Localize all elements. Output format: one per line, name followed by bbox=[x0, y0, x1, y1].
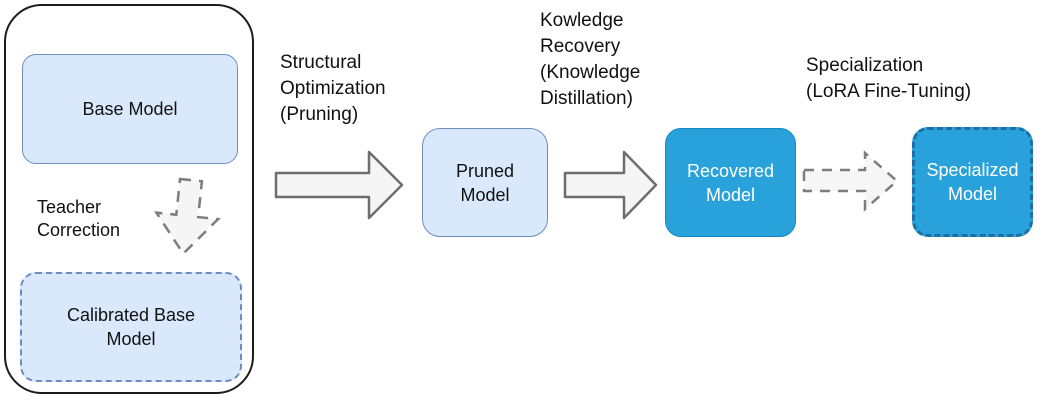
pruned-model-label: Pruned Model bbox=[455, 160, 515, 205]
structural-optimization-label: Structural Optimization (Pruning) bbox=[280, 52, 386, 125]
specialized-model-node: Specialized Model bbox=[912, 127, 1033, 237]
recovered-model-node: Recovered Model bbox=[665, 128, 796, 237]
arrow-down-dashed-icon bbox=[153, 177, 221, 256]
teacher-correction-label: Teacher Correction bbox=[37, 197, 121, 240]
recovered-model-label: Recovered Model bbox=[686, 160, 775, 205]
knowledge-recovery-label: Kowledge Recovery (Knowledge Distillatio… bbox=[540, 10, 641, 109]
arrow-right-dashed-icon bbox=[802, 150, 899, 212]
calibrated-base-model-label: Calibrated Base Model bbox=[66, 305, 196, 349]
calibrated-base-model-node: Calibrated Base Model bbox=[20, 272, 242, 382]
specialized-model-label: Specialized Model bbox=[926, 160, 1019, 204]
base-model-label: Base Model bbox=[82, 99, 178, 119]
arrow-right-icon bbox=[563, 150, 658, 220]
pruned-model-node: Pruned Model bbox=[422, 128, 548, 237]
base-model-node: Base Model bbox=[22, 54, 238, 164]
specialization-label: Specialization (LoRA Fine-Tuning) bbox=[806, 55, 972, 102]
arrow-right-icon bbox=[274, 150, 404, 220]
